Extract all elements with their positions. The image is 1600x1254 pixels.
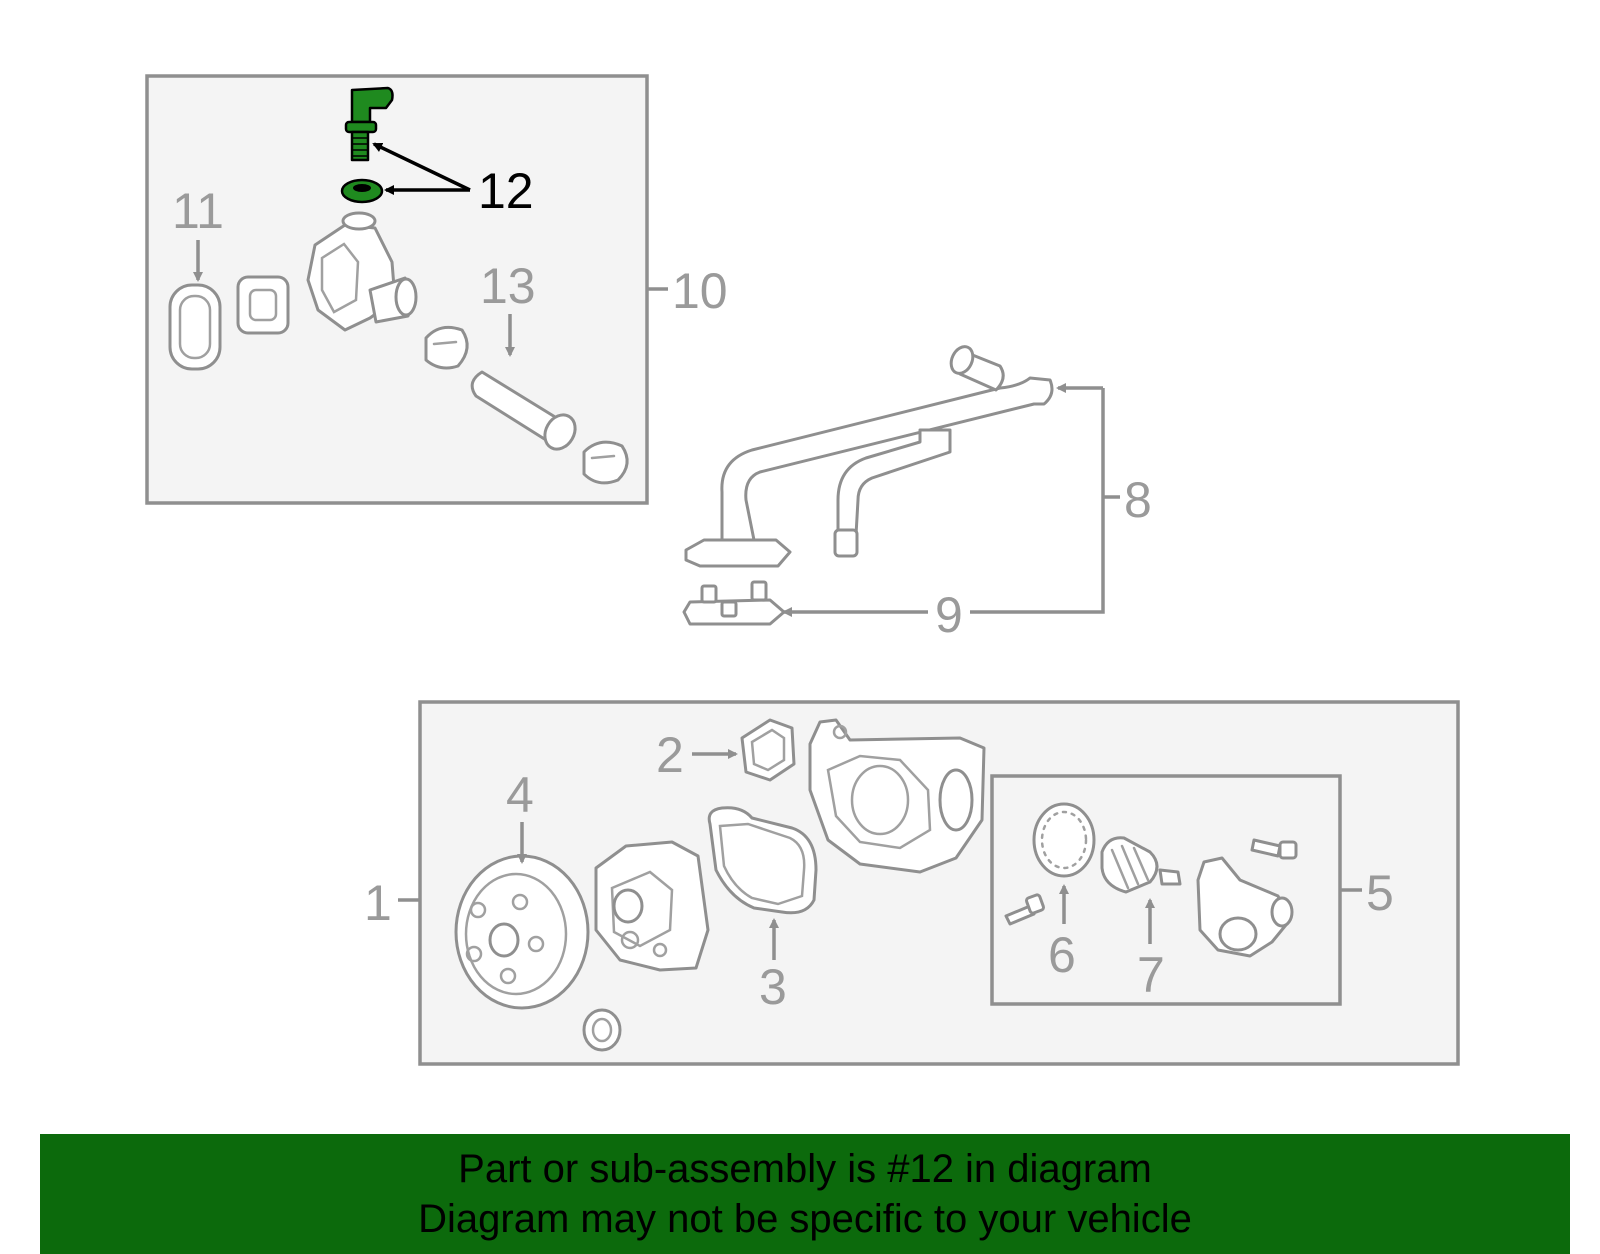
callout-9[interactable]: 9 [935,587,963,643]
leader-8-bracket [970,388,1105,614]
part-7-thermostat[interactable] [1100,836,1182,894]
part-2-gasket[interactable] [740,718,796,782]
part-9-gasket[interactable] [682,580,786,626]
part-6-seal[interactable] [1032,802,1096,878]
callout-7[interactable]: 7 [1137,947,1165,1003]
part-thermostat-cover[interactable] [236,275,290,335]
part-4-pulley[interactable] [454,854,590,1010]
callout-4[interactable]: 4 [506,767,534,823]
part-bolt-small-right[interactable] [1250,838,1298,860]
callout-11[interactable]: 11 [172,183,224,239]
callout-6[interactable]: 6 [1048,927,1076,983]
part-11-gasket[interactable] [168,283,222,371]
part-pump-housing[interactable] [808,718,986,874]
part-12-washer[interactable] [340,178,384,204]
callout-13[interactable]: 13 [480,258,536,314]
info-banner: Part or sub-assembly is #12 in diagram D… [40,1134,1570,1254]
callout-5[interactable]: 5 [1366,865,1394,921]
part-3-gasket[interactable] [707,806,818,915]
part-13-hose[interactable] [470,370,581,455]
group-box-5 [990,774,1342,1006]
banner-line-2: Diagram may not be specific to your vehi… [418,1197,1192,1241]
callout-10[interactable]: 10 [672,263,728,319]
part-8-coolant-pipe[interactable] [684,343,1054,568]
callout-3[interactable]: 3 [759,959,787,1015]
callout-2[interactable]: 2 [656,727,684,783]
part-12-bolt[interactable] [344,86,394,162]
part-bolt-small-left[interactable] [1004,893,1045,926]
callout-1[interactable]: 1 [364,875,392,931]
part-thermostat-housing[interactable] [1196,856,1294,958]
part-10-housing[interactable] [306,211,418,332]
part-hose-clamp-lower[interactable] [582,440,629,485]
banner-line-1: Part or sub-assembly is #12 in diagram [458,1147,1152,1191]
part-seal[interactable] [582,1008,622,1052]
leader-12-a [372,142,471,192]
part-water-pump[interactable] [594,840,710,972]
callout-8[interactable]: 8 [1124,472,1152,528]
callout-12[interactable]: 12 [478,163,534,219]
part-hose-clamp-upper[interactable] [424,325,469,370]
